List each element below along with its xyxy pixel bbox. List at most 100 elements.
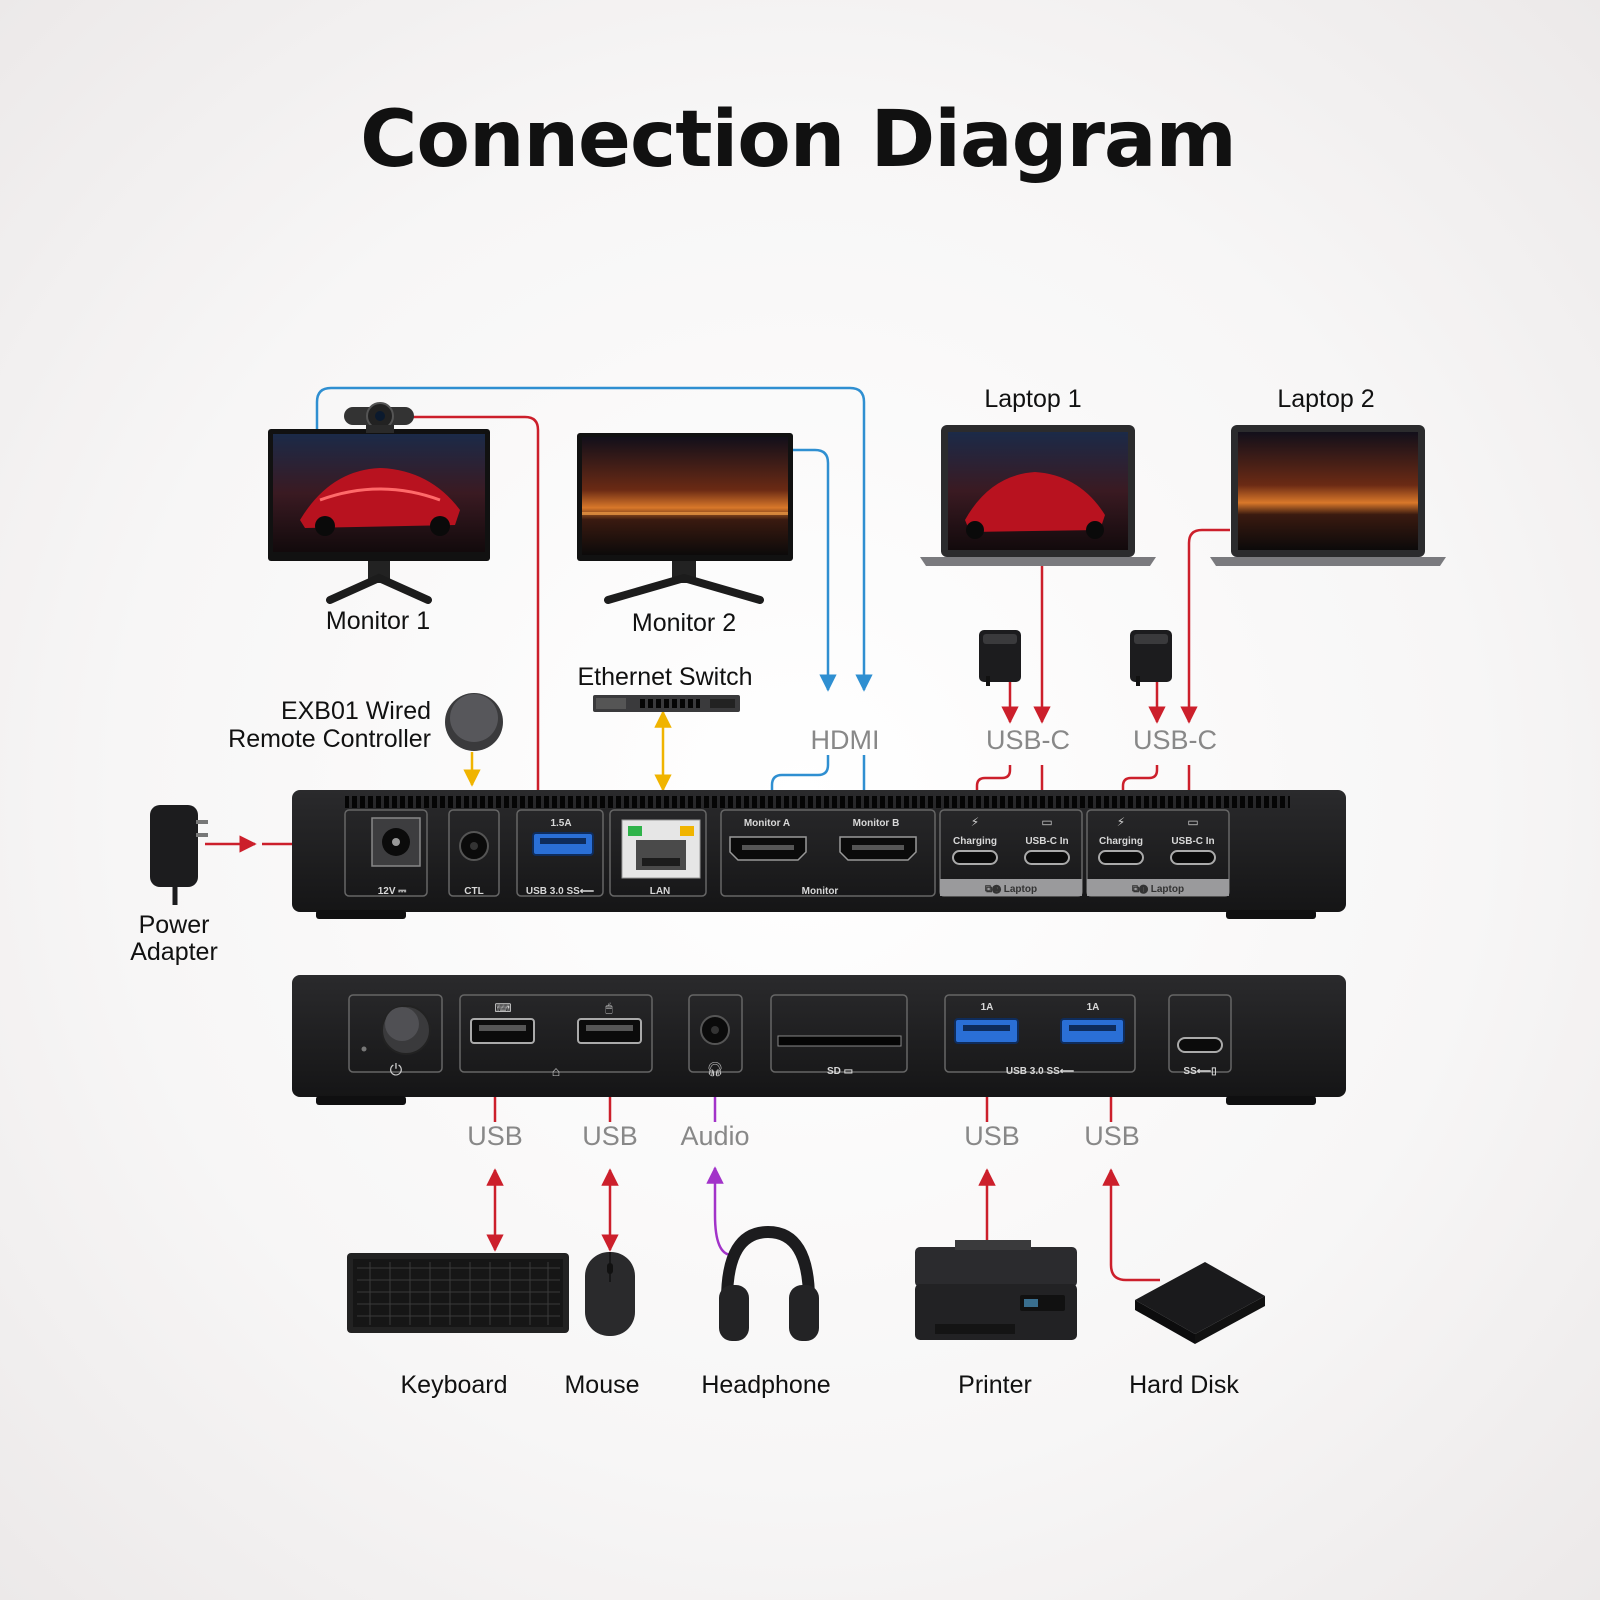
ctl-label: CTL	[464, 886, 483, 897]
hdmi-port-a[interactable]	[729, 836, 807, 861]
front-usb-label: USB 3.0 SS⟵	[1006, 1066, 1074, 1077]
diagram-title: Connection Diagram	[360, 95, 1236, 185]
laptop-1	[920, 425, 1156, 566]
wire-monitor2-hdmi	[790, 448, 837, 692]
monitor-a-label: Monitor A	[744, 818, 790, 829]
wire-webcam-usb	[405, 415, 540, 798]
conn-usbc-2: USB-C	[1133, 725, 1217, 755]
conn-audio: Audio	[680, 1121, 749, 1151]
label-headphone: Headphone	[701, 1371, 830, 1399]
wire-headphone	[706, 1076, 733, 1257]
label-ethernet-switch: Ethernet Switch	[577, 663, 752, 691]
monitor-b-label: Monitor B	[853, 818, 900, 829]
power-button[interactable]: ⏻	[348, 994, 443, 1079]
conn-usbc-1: USB-C	[986, 725, 1070, 755]
usbc-charging-port-a[interactable]	[952, 850, 998, 865]
dc-in-label: 12V ⎓	[378, 886, 407, 897]
wire-monitor2-hdmi-lower	[770, 755, 830, 798]
wire-monitor1-hdmi	[315, 386, 873, 692]
laptop-port-group-2: Charging USB-C In ⚡︎ ▭ ⧉❷ Laptop	[939, 809, 1083, 897]
rear-usb-label: USB 3.0 SS⟵	[526, 886, 594, 897]
conn-usb-disk: USB	[1084, 1121, 1140, 1151]
laptop-port-group-1: Charging USB-C In ⚡︎ ▭ ⧉❶ Laptop	[1086, 809, 1230, 897]
dock-front: ⏻ ⌨ 🖱︎ ⌂ 🎧︎ SD ▭	[292, 975, 1346, 1105]
conn-usb-mouse: USB	[582, 1121, 638, 1151]
label-laptop-2: Laptop 2	[1277, 385, 1374, 413]
power-adapter	[150, 805, 208, 905]
audio-jack[interactable]: 🎧︎	[688, 994, 743, 1077]
front-usbc-port[interactable]: SS⟵▯	[1168, 994, 1232, 1077]
headphone-port-icon: 🎧︎	[706, 1061, 724, 1077]
monitor-1	[268, 429, 490, 604]
ctl-port[interactable]: CTL	[448, 809, 500, 897]
wire-hard-disk	[1102, 1076, 1160, 1282]
sd-card-slot[interactable]: SD ▭	[770, 994, 908, 1077]
wire-mouse	[601, 1076, 619, 1252]
monitor-group-label: Monitor	[802, 886, 839, 897]
front-usb-group: 1A 1A USB 3.0 SS⟵	[944, 994, 1136, 1077]
rear-usb-rating: 1.5A	[550, 818, 571, 829]
keyboard-device	[347, 1253, 569, 1333]
laptop-group-2-label: ⧉❷ Laptop	[985, 884, 1037, 895]
laptop-icon: ▭	[1041, 815, 1052, 829]
usbc-in-a-label: USB-C In	[1025, 836, 1068, 847]
remote-controller	[445, 693, 503, 751]
label-power-line2: Adapter	[130, 938, 218, 966]
usbc-charging-port-b[interactable]	[1098, 850, 1144, 865]
dc-in-port[interactable]: 12V ⎓	[344, 809, 428, 897]
printer-device	[915, 1240, 1077, 1340]
usbc-in-port-a[interactable]	[1024, 850, 1070, 865]
wire-charger1-lower	[975, 765, 1012, 798]
laptop-group-1-label: ⧉❶ Laptop	[1132, 884, 1184, 895]
label-monitor-2: Monitor 2	[632, 609, 736, 637]
label-remote-line2: Remote Controller	[228, 725, 431, 753]
hard-disk-device	[1135, 1262, 1265, 1344]
mouse-port-icon: 🖱︎	[605, 1001, 612, 1015]
label-remote-line1: EXB01 Wired	[281, 697, 431, 725]
charger-icon-1	[979, 630, 1021, 686]
label-laptop-1: Laptop 1	[984, 385, 1081, 413]
usbc-in-b-label: USB-C In	[1171, 836, 1214, 847]
label-mouse: Mouse	[564, 1371, 639, 1399]
charging-b-label: Charging	[1099, 836, 1143, 847]
webcam	[344, 402, 414, 433]
front-usb-a-rating: 1A	[981, 1002, 994, 1013]
ethernet-switch	[593, 695, 740, 712]
lan-port[interactable]: LAN	[609, 809, 707, 897]
usbc-in-port-b[interactable]	[1170, 850, 1216, 865]
label-keyboard: Keyboard	[400, 1371, 507, 1399]
wire-laptop2	[1180, 528, 1230, 724]
laptop-2	[1210, 425, 1446, 566]
charging-icon: ⚡︎	[971, 815, 979, 829]
usb-port-hard-disk[interactable]	[1060, 1018, 1125, 1044]
sd-label: SD ▭	[827, 1066, 853, 1077]
usb-port-keyboard[interactable]	[470, 1018, 535, 1044]
power-icon: ⏻	[390, 1062, 403, 1079]
label-monitor-1: Monitor 1	[326, 607, 430, 635]
hdmi-port-b[interactable]	[839, 836, 917, 861]
usb-port-printer[interactable]	[954, 1018, 1019, 1044]
charging-icon: ⚡︎	[1117, 815, 1125, 829]
monitor-ports: Monitor A Monitor B Monitor	[720, 809, 936, 897]
lan-label: LAN	[650, 886, 671, 897]
label-power-line1: Power	[139, 911, 210, 939]
charging-a-label: Charging	[953, 836, 997, 847]
rear-usb-port[interactable]: 1.5A USB 3.0 SS⟵	[516, 809, 604, 897]
conn-hdmi: HDMI	[811, 725, 880, 755]
front-usbc-label: SS⟵▯	[1183, 1066, 1216, 1077]
charger-icon-2	[1130, 630, 1172, 686]
wire-printer	[978, 1076, 996, 1245]
label-printer: Printer	[958, 1371, 1032, 1399]
conn-usb-printer: USB	[964, 1121, 1020, 1151]
laptop-icon: ▭	[1187, 815, 1198, 829]
monitor-2	[577, 433, 793, 604]
wireless-dongle-icon: ⌂	[552, 1063, 560, 1079]
front-usb-hid-group: ⌨ 🖱︎ ⌂	[459, 994, 653, 1079]
front-usb-b-rating: 1A	[1087, 1002, 1100, 1013]
wire-charger2-lower	[1121, 765, 1159, 798]
dock-rear: 12V ⎓ CTL 1.5A USB 3.0 SS⟵ LAN	[292, 790, 1346, 919]
mouse-device	[585, 1252, 635, 1336]
usb-port-mouse[interactable]	[577, 1018, 642, 1044]
label-hard-disk: Hard Disk	[1129, 1371, 1239, 1399]
